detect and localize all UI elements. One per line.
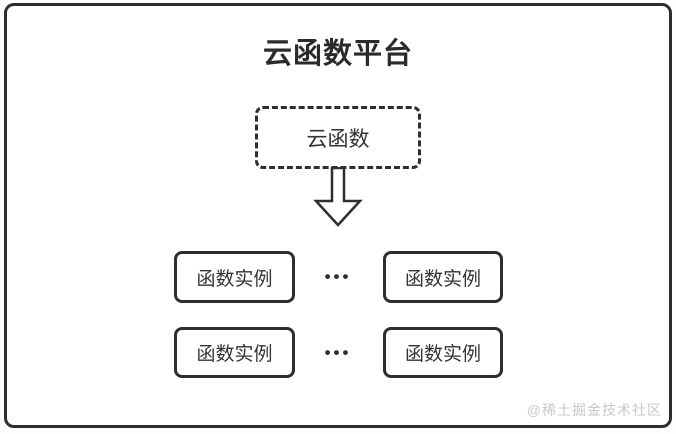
ellipsis-row2: ••• xyxy=(324,343,352,362)
watermark: @稀土掘金技术社区 xyxy=(526,402,662,418)
function-instance-node: 函数实例 xyxy=(174,327,295,378)
ellipsis-row1: ••• xyxy=(324,267,352,286)
function-instance-label: 函数实例 xyxy=(404,344,481,365)
cloud-function-node: 云函数 xyxy=(255,106,421,169)
function-instance-node: 函数实例 xyxy=(383,251,503,303)
function-instance-label: 函数实例 xyxy=(404,268,481,290)
down-arrow-icon xyxy=(313,167,363,227)
function-instance-label: 函数实例 xyxy=(196,344,273,365)
function-instance-node: 函数实例 xyxy=(174,251,295,303)
diagram-title: 云函数平台 xyxy=(262,38,413,70)
function-instance-label: 函数实例 xyxy=(196,268,273,290)
function-instance-node: 函数实例 xyxy=(383,327,503,378)
cloud-function-label: 云函数 xyxy=(306,127,370,151)
